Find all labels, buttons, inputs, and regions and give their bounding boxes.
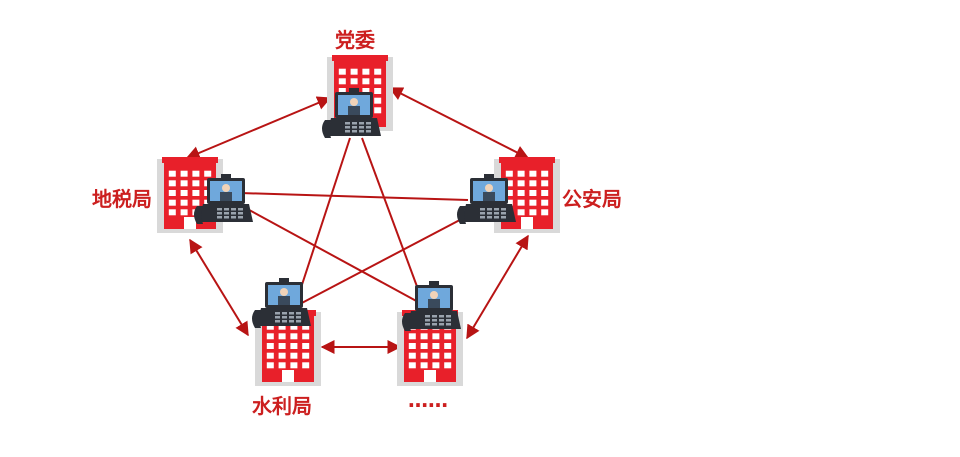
link-tax-bureau-water-bureau bbox=[189, 238, 249, 337]
link-party-committee-more bbox=[361, 137, 423, 301]
link-party-committee-public-security bbox=[388, 87, 530, 159]
link-tax-bureau-public-security bbox=[239, 192, 469, 201]
link-public-security-more bbox=[466, 234, 529, 340]
label-more: …… bbox=[408, 388, 448, 412]
label-public-security: 公安局 bbox=[562, 187, 622, 211]
link-party-committee-water-bureau bbox=[295, 137, 351, 304]
label-party-committee: 党委 bbox=[335, 28, 375, 52]
link-tax-bureau-more bbox=[239, 204, 421, 304]
link-party-committee-tax-bureau bbox=[185, 96, 332, 160]
label-water-bureau: 水利局 bbox=[252, 394, 312, 418]
label-tax-bureau: 地税局 bbox=[92, 187, 152, 211]
link-public-security-water-bureau bbox=[297, 211, 476, 306]
